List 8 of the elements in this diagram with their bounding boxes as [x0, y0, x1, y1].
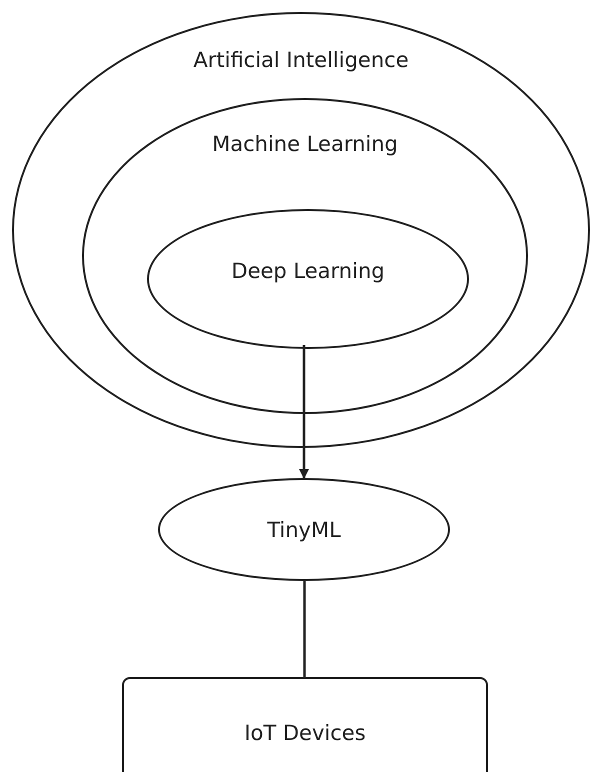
- node-label: Deep Learning: [230, 259, 386, 283]
- node-label: TinyML: [266, 518, 342, 542]
- process-box: [122, 677, 488, 772]
- arrow: [299, 345, 309, 479]
- node-label: Artificial Intelligence: [192, 48, 410, 72]
- connector-line: [303, 581, 306, 677]
- node-label: IoT Devices: [243, 721, 367, 745]
- node-label: Machine Learning: [211, 132, 399, 156]
